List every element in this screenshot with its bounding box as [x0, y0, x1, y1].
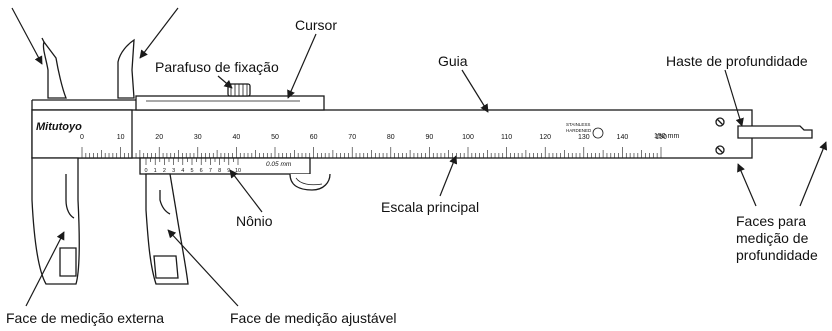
label-outside-face: Face de medição externa: [6, 310, 164, 326]
vernier-number: 10: [235, 168, 241, 174]
leader-guide: [461, 69, 489, 113]
vernier-number: 0: [144, 168, 147, 174]
main-scale-number: 20: [155, 134, 163, 141]
main-scale-number: 40: [233, 134, 241, 141]
main-scale-number: 70: [348, 134, 356, 141]
vernier-ticks: [145, 158, 239, 165]
leader-inside-jaw-fixed: [11, 7, 43, 65]
label-locking-screw: Parafuso de fixação: [155, 59, 279, 75]
main-scale-number: 110: [501, 134, 512, 141]
steel-mark-2: HARDENED: [566, 128, 592, 133]
caliper-body: [31, 37, 813, 285]
label-main-scale: Escala principal: [381, 199, 479, 215]
main-scale-number: 120: [539, 134, 551, 141]
main-scale-number: 100: [462, 134, 474, 141]
fixed-inside-jaw: [42, 40, 67, 99]
logo-circle: [592, 127, 604, 139]
leader-depth-rod: [724, 69, 744, 127]
label-adjustable-face: Face de medição ajustável: [230, 310, 397, 326]
end-screw-top: [715, 117, 725, 127]
label-vernier: Nônio: [236, 213, 273, 229]
leader-locking-screw: [217, 75, 233, 89]
main-scale-number: 0: [80, 134, 84, 141]
main-scale-number: 150: [655, 134, 667, 141]
leader-adjustable-face: [167, 229, 239, 307]
main-scale-number: 80: [387, 134, 395, 141]
unit-mark: 150 mm: [654, 133, 679, 140]
sliding-inside-jaw: [117, 38, 135, 99]
main-scale-number: 10: [117, 134, 125, 141]
vernier-number: 7: [209, 168, 212, 174]
main-scale-number: 140: [617, 134, 629, 141]
leader-cursor: [287, 33, 317, 99]
sliding-outside-jaw: [145, 173, 189, 285]
label-guide: Guia: [438, 53, 468, 69]
label-depth-faces-1: Faces para: [736, 213, 806, 229]
leader-depth-face-1: [737, 163, 757, 207]
leader-vernier: [229, 169, 263, 213]
label-cursor: Cursor: [295, 17, 337, 33]
brand-mark: Mitutoyo: [36, 121, 82, 133]
leader-lines: [11, 7, 828, 307]
label-depth-faces-2: medição de: [736, 230, 809, 246]
label-depth-faces-3: profundidade: [736, 247, 818, 263]
main-scale-numbers: 0 10 20 30 40 50 60 70 80 90 100 110 120 130 140 150: [80, 134, 667, 141]
main-scale-number: 60: [310, 134, 318, 141]
vernier-number: 6: [200, 168, 203, 174]
main-scale-number: 50: [271, 134, 279, 141]
vernier-number: 5: [190, 168, 193, 174]
leader-inside-jaw-sliding: [139, 7, 179, 59]
fixed-inside-jaw-step: [41, 37, 45, 43]
main-beam: [31, 109, 753, 159]
label-depth-rod: Haste de profundidade: [666, 53, 808, 69]
end-screw-bottom: [715, 145, 725, 155]
steel-mark-1: STAINLESS: [566, 122, 590, 127]
leader-main-scale: [439, 155, 458, 197]
vernier-number: 8: [218, 168, 221, 174]
vernier-number: 9: [227, 168, 230, 174]
resolution-mark: 0.05 mm: [266, 161, 292, 168]
main-scale-number: 90: [426, 134, 434, 141]
leader-outside-face: [25, 231, 65, 307]
main-scale-number: 130: [578, 134, 590, 141]
fixed-outside-jaw: [31, 157, 80, 285]
leader-depth-face-2: [799, 141, 828, 207]
vernier-number: 4: [181, 168, 184, 174]
vernier-number: 1: [154, 168, 157, 174]
depth-rod: [737, 125, 813, 139]
vernier-number: 3: [172, 168, 175, 174]
thumb-roller: [289, 173, 331, 191]
vernier-number: 2: [163, 168, 166, 174]
main-scale-number: 30: [194, 134, 202, 141]
cursor-slider: [135, 95, 325, 111]
